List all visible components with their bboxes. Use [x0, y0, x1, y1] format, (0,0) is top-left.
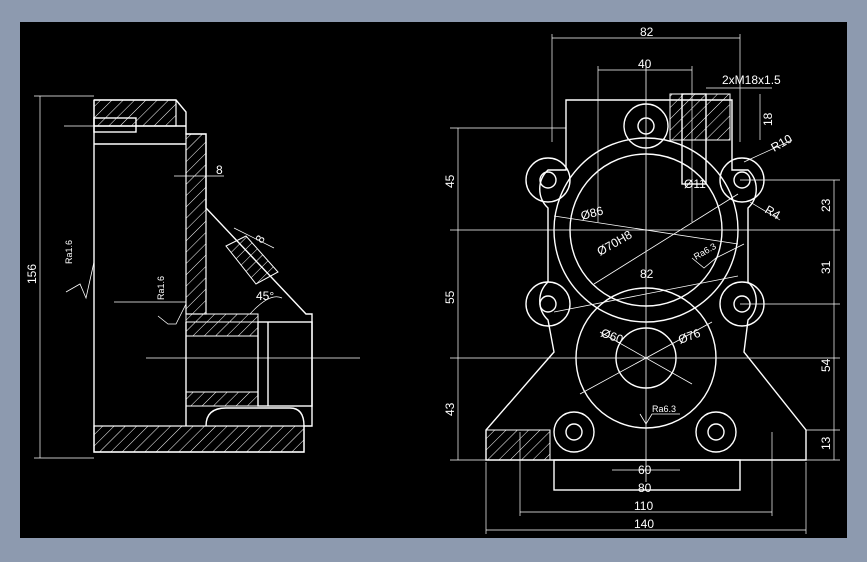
leader-d86	[553, 215, 739, 245]
boss-bore	[257, 321, 313, 407]
r4-label: R4	[763, 202, 784, 222]
r10-leader	[743, 139, 793, 163]
hole-bottom-right	[707, 423, 725, 441]
center82-label: 82	[640, 267, 654, 281]
side-section-view: 156 8 8 45° Ra1.6 Ra1.6	[25, 95, 360, 459]
dim-60-label: 60	[638, 463, 652, 477]
dim-angle-arc	[249, 296, 283, 315]
dim-82-label: 82	[640, 25, 654, 39]
front-view: 82 40 2xM18x1.5 18 R10 R4 Ø11 Ø86 Ø70H8 …	[443, 25, 840, 534]
foot-left-hatch	[485, 429, 551, 461]
dim-80-label: 80	[638, 481, 652, 495]
top-flange-hatch	[93, 99, 177, 127]
lug-mid-left	[525, 281, 571, 327]
leader-d76	[579, 321, 713, 395]
lug-top-left	[525, 157, 571, 203]
thread-boss-hatch	[669, 93, 731, 141]
leader-d70	[593, 193, 739, 285]
cad-viewport[interactable]: 156 8 8 45° Ra1.6 Ra1.6	[20, 22, 847, 538]
dim-40-label: 40	[638, 57, 652, 71]
hole-mid-left	[539, 295, 557, 313]
dim-13-label: 13	[819, 436, 833, 450]
bottom-groove	[205, 407, 305, 427]
thread-bore	[681, 93, 707, 185]
lug-bottom-right	[695, 411, 737, 453]
rib-hatch	[185, 313, 259, 323]
roughness-bottom-symbol	[639, 413, 680, 425]
boss-hatch-bottom	[185, 391, 259, 407]
hole-bottom-left	[565, 423, 583, 441]
leader-82	[553, 275, 739, 313]
dim-156-label: 156	[25, 264, 39, 284]
roughness-bottom-label: Ra6.3	[652, 404, 676, 414]
r10-label: R10	[769, 131, 795, 154]
d60-label: Ø60	[599, 326, 625, 347]
dim-wall-label: 8	[216, 163, 223, 177]
d86-label: Ø86	[579, 203, 605, 222]
d11-label: Ø11	[684, 177, 706, 191]
d70-label: Ø70H8	[595, 227, 635, 258]
dim-45-label: 45	[443, 174, 457, 188]
roughness-mid-symbol	[157, 303, 187, 325]
vertical-wall-hatch	[185, 133, 207, 315]
roughness-left-symbol	[65, 261, 95, 300]
hole-top-left	[539, 171, 557, 189]
roughness-left-label: Ra1.6	[64, 240, 74, 264]
dim-54-label: 54	[819, 358, 833, 372]
dim-23-label: 23	[819, 198, 833, 212]
cad-drawing: 156 8 8 45° Ra1.6 Ra1.6	[25, 25, 840, 534]
dim-angle-label: 45°	[256, 289, 274, 303]
gusset-hatch	[225, 235, 279, 285]
lug-bottom-left	[553, 411, 595, 453]
dim-140-label: 140	[634, 517, 654, 531]
bottom-base-hatch	[93, 425, 305, 453]
roughness-right-symbol	[691, 243, 745, 269]
top-slot	[93, 117, 137, 133]
dim-110-label: 110	[634, 499, 653, 513]
dim-18-label: 18	[761, 112, 775, 126]
roughness-mid-label: Ra1.6	[156, 276, 166, 300]
dim-31-label: 31	[819, 260, 833, 274]
r4-leader	[749, 201, 781, 221]
dim-chamfer-line	[233, 227, 275, 249]
dim-55-label: 55	[443, 290, 457, 304]
dim-43-label: 43	[443, 402, 457, 416]
boss-hatch-top	[185, 321, 259, 337]
thread-label: 2xM18x1.5	[722, 73, 781, 87]
roughness-right-label: Ra6.3	[692, 241, 718, 262]
side-outline	[93, 99, 313, 453]
